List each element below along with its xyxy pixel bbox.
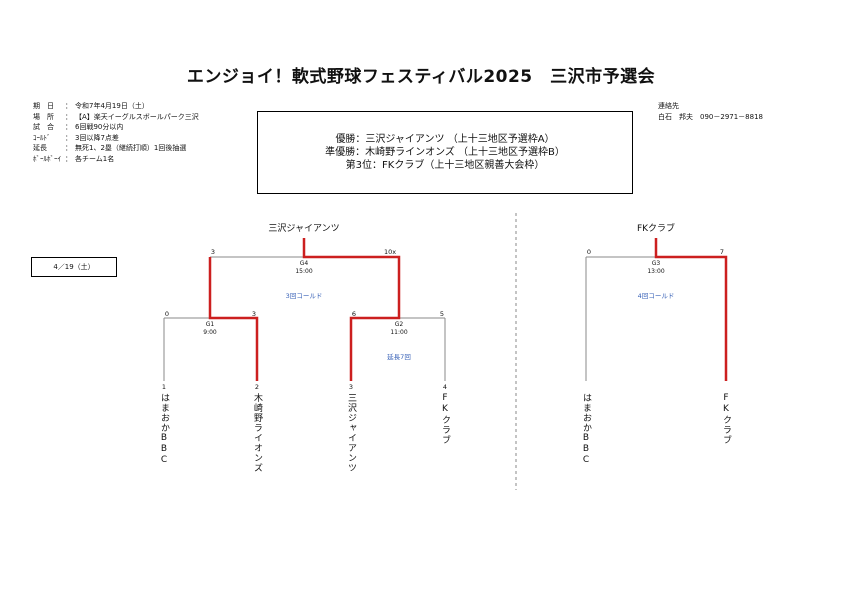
contact-info: 連絡先 白石 邦夫 090－2971－8818 [658,101,763,122]
team-name-4: FKクラブ [440,393,450,445]
team-seed-3: 3 [348,383,354,391]
final-score-right: 10x [383,248,397,256]
team-name-1: はまおかBBC [159,393,169,466]
g3-game-info: G3 13:00 [647,260,664,276]
result-champion: 優勝：三沢ジャイアンツ （上十三地区予選枠A） [335,134,555,145]
contact-label: 連絡先 [658,102,679,110]
info-row-extra: 延長：無死1、2塁（継続打順）1回後抽選 [33,144,187,152]
results-box: 優勝：三沢ジャイアンツ （上十三地区予選枠A） 準優勝：木崎野ラインオンズ （上… [257,111,633,194]
semi-left-game-time: 9:00 [203,329,217,336]
final-note: 3回コールド [285,292,323,300]
g3-game-time: 13:00 [647,268,665,275]
bracket-b-team-right: FKクラブ [721,393,731,445]
semi-left-game-info: G1 9:00 [203,321,216,337]
semi-left-game-id: G1 [205,321,215,328]
info-row-date: 期 日：令和7年4月19日（土） [33,102,149,110]
semi-right-note: 延長7回 [387,353,411,361]
g3-score-right: 7 [719,248,725,256]
final-game-info: G4 15:00 [295,260,312,276]
final-game-time: 15:00 [295,268,313,275]
g3-note: 4回コールド [637,292,675,300]
semi-left-score-left: 0 [164,310,170,318]
team-seed-2: 2 [254,383,260,391]
info-row-game: 試 合：6回戦90分以内 [33,123,124,131]
team-seed-1: 1 [161,383,167,391]
semi-right-game-id: G2 [394,321,404,328]
event-info: 期 日：令和7年4月19日（土） 場 所：【A】楽天イーグルスボールパーク三沢 … [33,101,199,164]
semi-right-score-right: 5 [439,310,445,318]
semi-right-game-info: G2 11:00 [390,321,407,337]
semi-left-score-right: 3 [251,310,257,318]
info-row-ballboy: ﾎﾞｰﾙﾎﾞｰｲ：各チーム1名 [33,154,115,163]
contact-value: 白石 邦夫 090－2971－8818 [658,112,763,121]
page-title: エンジョイ！軟式野球フェスティバル2025 三沢市予選会 [186,67,656,87]
result-runner-up: 準優勝：木崎野ラインオンズ （上十三地区予選枠B） [325,147,565,158]
bracket-b-lose-lines [585,256,656,381]
date-box: 4／19（土） [31,257,117,277]
result-third: 第3位：FKクラブ（上十三地区親善大会枠） [345,160,545,171]
bracket-b-winner: FKクラブ [636,224,676,234]
team-seed-4: 4 [442,383,448,391]
bracket-a-win-lines [208,238,401,381]
info-row-venue: 場 所：【A】楽天イーグルスボールパーク三沢 [33,112,199,121]
final-score-left: 3 [210,248,216,256]
final-game-id: G4 [299,260,309,267]
bracket-b-team-left: はまおかBBC [581,393,591,466]
bracket-b-win-lines [654,238,728,381]
info-row-called: ｺｰﾙﾄﾞ：3回以降7点差 [33,133,119,142]
team-name-2: 木崎野ライオンズ [252,393,262,473]
g3-game-id: G3 [651,260,661,267]
semi-right-score-left: 6 [351,310,357,318]
team-name-3: 三沢ジャイアンツ [346,393,356,473]
bracket-a-lose-lines [163,256,446,381]
semi-right-game-time: 11:00 [390,329,408,336]
bracket-a-winner: 三沢ジャイアンツ [268,224,340,234]
g3-score-left: 0 [586,248,592,256]
